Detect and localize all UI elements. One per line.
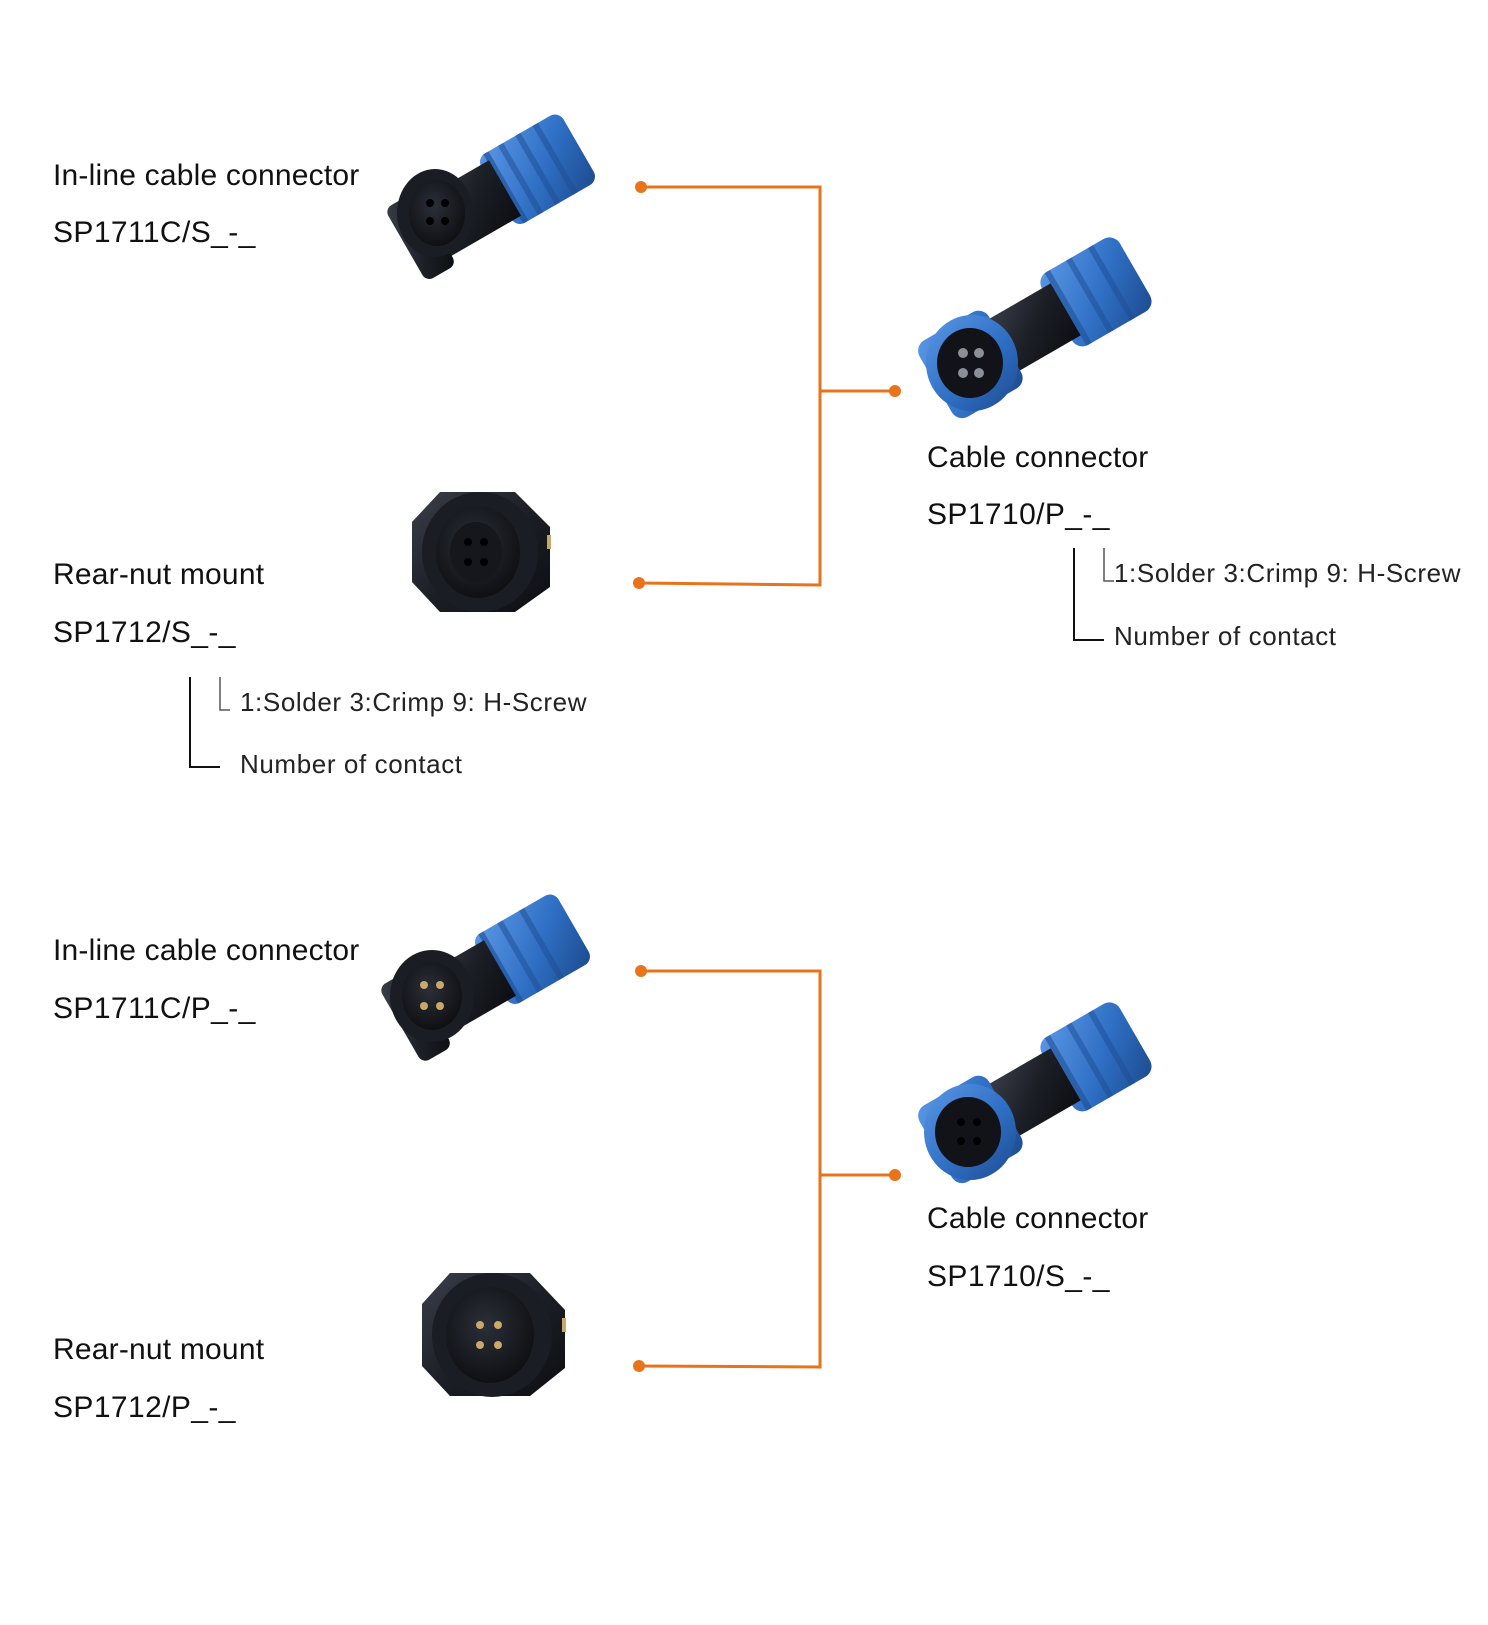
dot-cable <box>889 1169 901 1181</box>
dot-inline <box>635 181 647 193</box>
rear-nut-female-socket-icon <box>412 492 551 612</box>
bracket-termination <box>219 677 230 711</box>
dot-rear <box>633 577 645 589</box>
inline-code-group-1: SP1711C/S_-_ <box>53 216 256 249</box>
cable-male-connector-icon <box>918 237 1152 419</box>
dot-inline <box>635 965 647 977</box>
cable-code-group-1: SP1710/P_-_ <box>927 498 1110 531</box>
line-inline-to-junction <box>638 969 822 1175</box>
cable-termination-legend-group-1: 1:Solder 3:Crimp 9: H-Screw <box>1114 558 1462 588</box>
rear-title-group-2: Rear-nut mount <box>53 1333 265 1366</box>
line-inline-to-junction <box>638 185 822 391</box>
dot-rear <box>633 1360 645 1372</box>
inline-male-connector-icon <box>381 894 590 1061</box>
rear-title-group-1: Rear-nut mount <box>53 558 265 591</box>
connector-lines-group-2 <box>637 969 893 1369</box>
inline-female-connector-icon <box>387 114 595 279</box>
line-rear-to-junction <box>637 1175 822 1369</box>
connector-dots-group-1 <box>633 181 901 589</box>
bracket-termination <box>1103 548 1114 582</box>
rear-nut-male-socket-icon <box>422 1273 566 1397</box>
bracket-contacts <box>189 677 220 768</box>
dot-cable <box>889 385 901 397</box>
rear-termination-legend-group-1: 1:Solder 3:Crimp 9: H-Screw <box>240 687 588 717</box>
cable-title-group-2: Cable connector <box>927 1202 1149 1235</box>
bracket-contacts <box>1073 548 1104 641</box>
connector-dots-group-2 <box>633 965 901 1372</box>
rear-contacts-legend-group-1: Number of contact <box>240 749 463 779</box>
line-rear-to-junction <box>637 391 822 587</box>
cable-female-connector-icon <box>918 1002 1152 1184</box>
rear-code-group-1: SP1712/S_-_ <box>53 616 236 649</box>
legend-bracket-cable-1 <box>1073 548 1104 641</box>
cable-title-group-1: Cable connector <box>927 441 1149 474</box>
legend-bracket-cable-1-term <box>1103 548 1114 582</box>
inline-code-group-2: SP1711C/P_-_ <box>53 992 256 1025</box>
inline-title-group-2: In-line cable connector <box>53 934 360 967</box>
legend-bracket-rear-1 <box>189 677 220 768</box>
inline-title-group-1: In-line cable connector <box>53 159 360 192</box>
cable-contacts-legend-group-1: Number of contact <box>1114 621 1337 651</box>
rear-code-group-2: SP1712/P_-_ <box>53 1391 236 1424</box>
connector-lines-group-1 <box>637 185 893 587</box>
cable-code-group-2: SP1710/S_-_ <box>927 1260 1110 1293</box>
legend-bracket-rear-1-term <box>219 677 230 711</box>
